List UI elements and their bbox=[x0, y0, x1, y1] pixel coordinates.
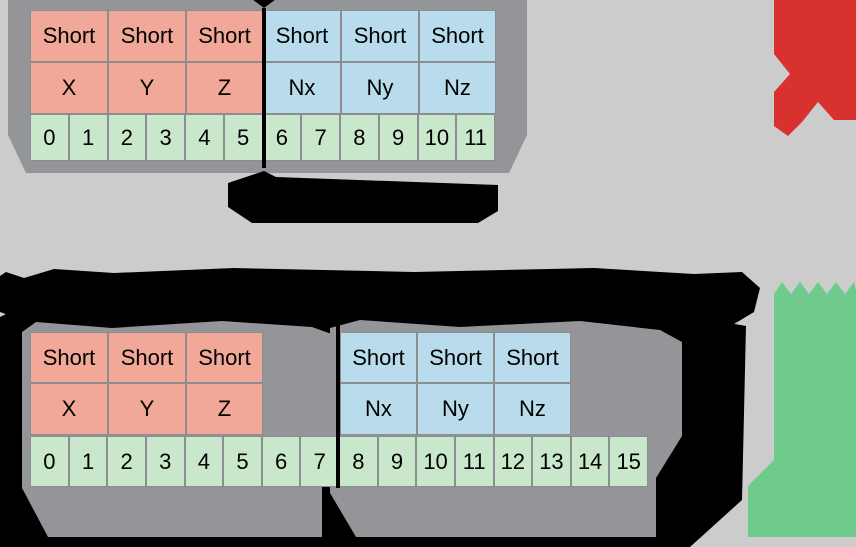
field-cell: Ny bbox=[341, 62, 419, 114]
byte-cell: 9 bbox=[377, 436, 417, 487]
field-cell: Nx bbox=[340, 383, 417, 435]
byte-cell: 5 bbox=[223, 114, 263, 161]
byte-cell: 13 bbox=[532, 436, 571, 487]
type-cell: Short bbox=[108, 332, 186, 383]
red-marker-shape bbox=[774, 0, 856, 136]
field-cell: X bbox=[30, 383, 108, 435]
type-cell: Short bbox=[341, 10, 419, 62]
byte-cell: 0 bbox=[30, 436, 69, 487]
byte-cell: 4 bbox=[184, 436, 224, 487]
type-cell: Short bbox=[419, 10, 496, 62]
byte-cell: 3 bbox=[146, 114, 185, 161]
byte-cell: 12 bbox=[493, 436, 533, 487]
byte-cell: 11 bbox=[456, 114, 495, 161]
type-cell: Short bbox=[340, 332, 417, 383]
field-cell: Nz bbox=[494, 383, 571, 435]
byte-cell: 9 bbox=[378, 114, 418, 161]
bottom-table-left-field-row: X Y Z bbox=[30, 383, 263, 435]
byte-cell: 1 bbox=[68, 114, 108, 161]
green-marker-shape bbox=[748, 282, 856, 537]
field-cell: Z bbox=[186, 383, 263, 435]
divider-arrow-top bbox=[232, 0, 296, 8]
field-cell: Y bbox=[108, 383, 186, 435]
byte-cell: 10 bbox=[417, 114, 457, 161]
type-cell: Short bbox=[108, 10, 186, 62]
field-cell: Nz bbox=[419, 62, 496, 114]
type-cell: Short bbox=[186, 10, 263, 62]
type-cell: Short bbox=[30, 332, 108, 383]
byte-cell: 10 bbox=[416, 436, 455, 487]
top-table-divider bbox=[262, 8, 266, 168]
byte-cell: 11 bbox=[454, 436, 494, 487]
byte-cell: 0 bbox=[30, 114, 69, 161]
byte-cell: 3 bbox=[145, 436, 185, 487]
type-cell: Short bbox=[494, 332, 571, 383]
byte-cell: 8 bbox=[340, 114, 379, 161]
field-cell: Ny bbox=[417, 383, 494, 435]
type-cell: Short bbox=[30, 10, 108, 62]
field-cell: Nx bbox=[263, 62, 341, 114]
byte-cell: 6 bbox=[262, 114, 302, 161]
field-cell: Y bbox=[108, 62, 186, 114]
field-cell: Z bbox=[186, 62, 263, 114]
byte-cell: 2 bbox=[107, 436, 146, 487]
type-cell: Short bbox=[417, 332, 494, 383]
top-table-field-row: X Y Z Nx Ny Nz bbox=[30, 62, 496, 114]
bottom-table-left-type-row: Short Short Short bbox=[30, 332, 263, 383]
byte-cell: 2 bbox=[107, 114, 147, 161]
type-cell: Short bbox=[186, 332, 263, 383]
byte-cell: 7 bbox=[300, 436, 339, 487]
byte-cell: 15 bbox=[609, 436, 648, 487]
bottom-table-divider bbox=[336, 318, 340, 488]
byte-cell: 1 bbox=[68, 436, 108, 487]
redaction-block-top bbox=[228, 171, 498, 223]
type-cell: Short bbox=[263, 10, 341, 62]
bottom-table-right-type-row: Short Short Short bbox=[340, 332, 571, 383]
top-table-type-row: Short Short Short Short Short Short bbox=[30, 10, 496, 62]
byte-cell: 7 bbox=[301, 114, 340, 161]
byte-cell: 14 bbox=[570, 436, 610, 487]
byte-cell: 8 bbox=[339, 436, 378, 487]
byte-cell: 6 bbox=[261, 436, 301, 487]
byte-cell: 4 bbox=[185, 114, 224, 161]
byte-cell: 5 bbox=[223, 436, 262, 487]
field-cell: X bbox=[30, 62, 108, 114]
bottom-table-right-field-row: Nx Ny Nz bbox=[340, 383, 571, 435]
